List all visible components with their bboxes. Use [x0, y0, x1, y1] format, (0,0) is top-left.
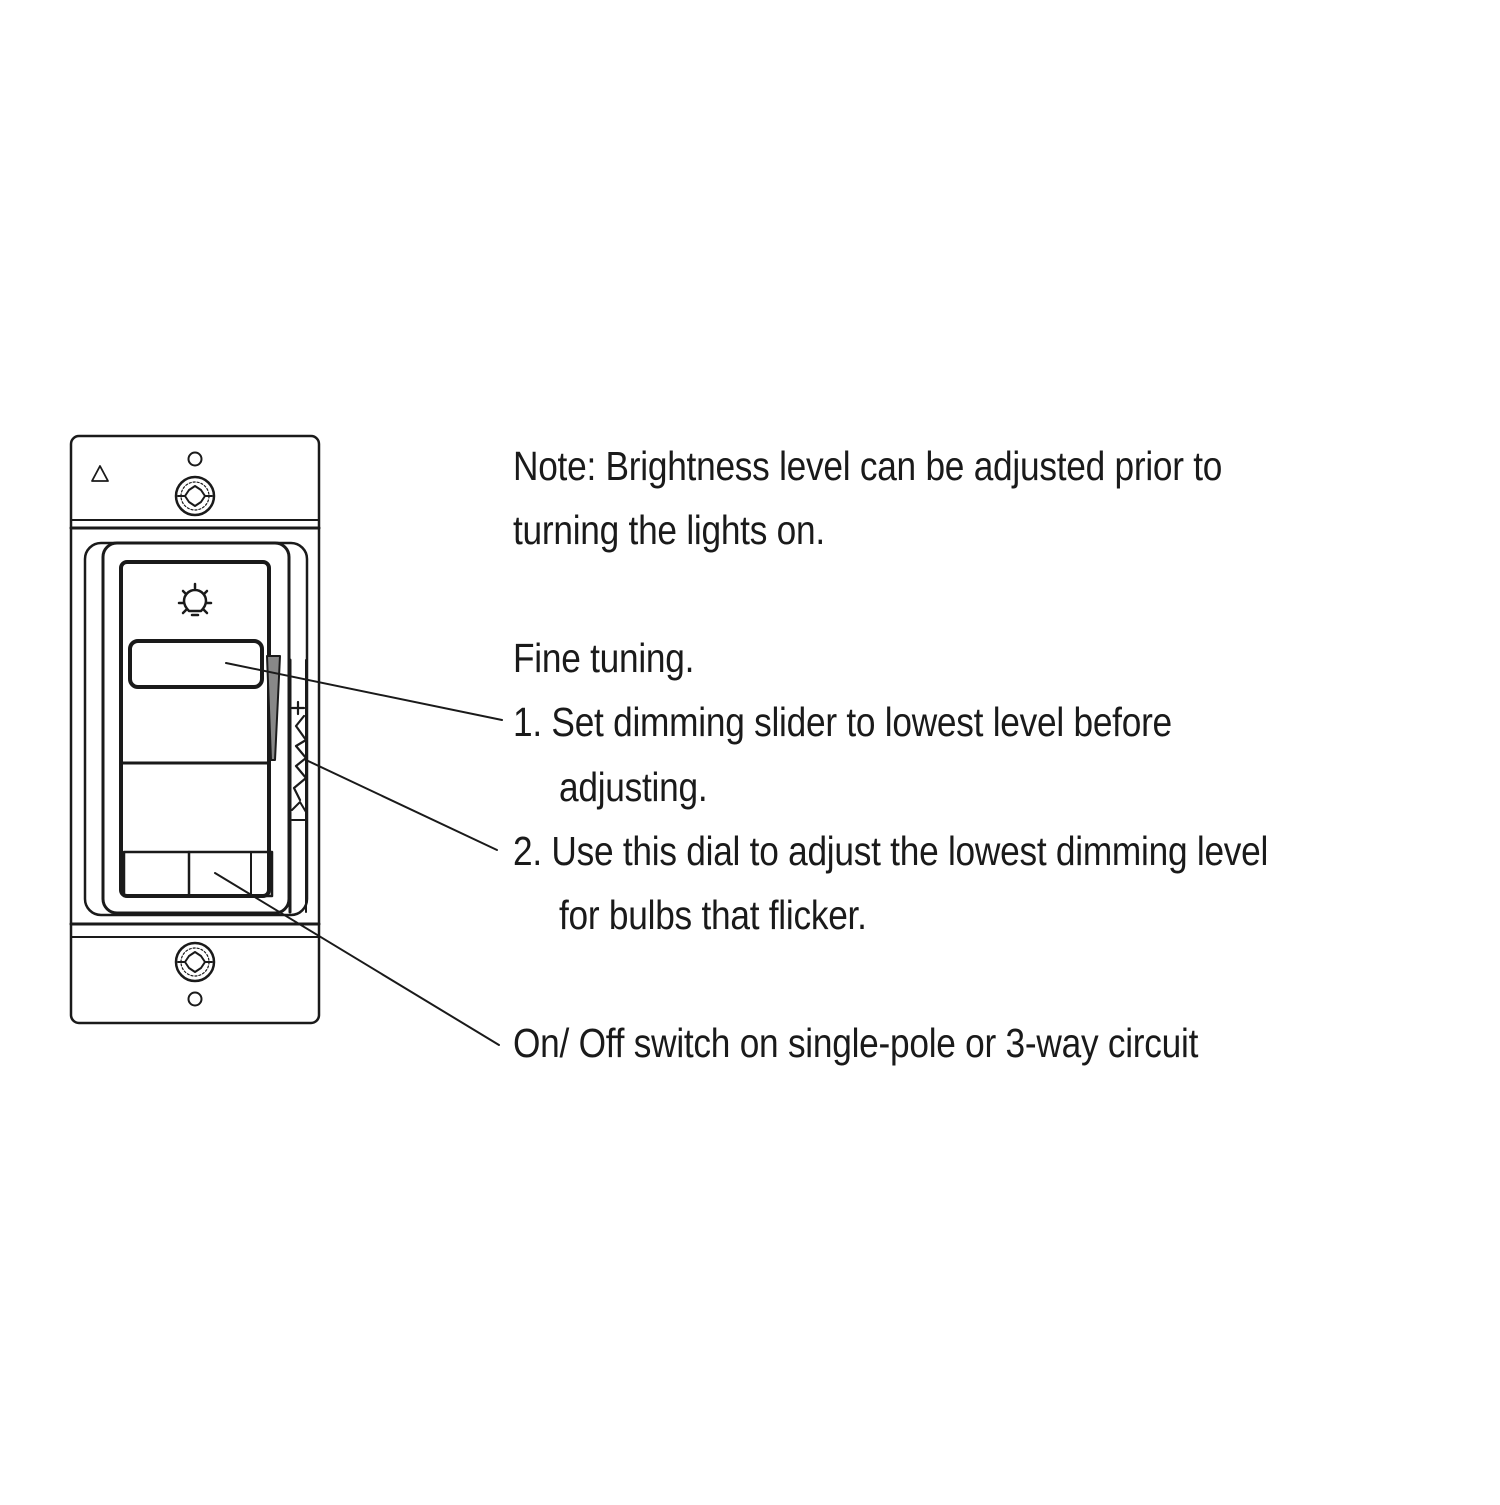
note-line-1: Note: Brightness level can be adjusted p… [513, 443, 1223, 489]
leader-line-switch [214, 872, 500, 1046]
dimming-slider-knob [128, 639, 264, 689]
warning-triangle-icon [91, 465, 109, 482]
step-2-line-2: for bulbs that flicker. [559, 892, 867, 938]
light-bulb-icon [177, 582, 213, 617]
on-off-switch [122, 850, 274, 898]
note-line-2: turning the lights on. [513, 507, 825, 553]
bottom-mounting-hole [187, 991, 203, 1007]
step-1-line-1: 1. Set dimming slider to lowest level be… [513, 699, 1172, 745]
dial-plus-icon [290, 700, 306, 716]
leader-line-dial [305, 759, 498, 851]
top-mounting-hole [187, 451, 203, 467]
bottom-screw-icon [174, 941, 216, 983]
switch-label: On/ Off switch on single-pole or 3-way c… [513, 1020, 1199, 1066]
fine-tuning-dial [292, 714, 308, 802]
leader-line-slider [225, 662, 503, 721]
step-2-line-1: 2. Use this dial to adjust the lowest di… [513, 828, 1269, 874]
top-screw-icon [174, 475, 216, 517]
fine-tuning-heading: Fine tuning. [513, 635, 695, 681]
step-1-line-2: adjusting. [559, 764, 708, 810]
wall-plate [69, 434, 321, 1025]
slider-track [266, 655, 281, 761]
